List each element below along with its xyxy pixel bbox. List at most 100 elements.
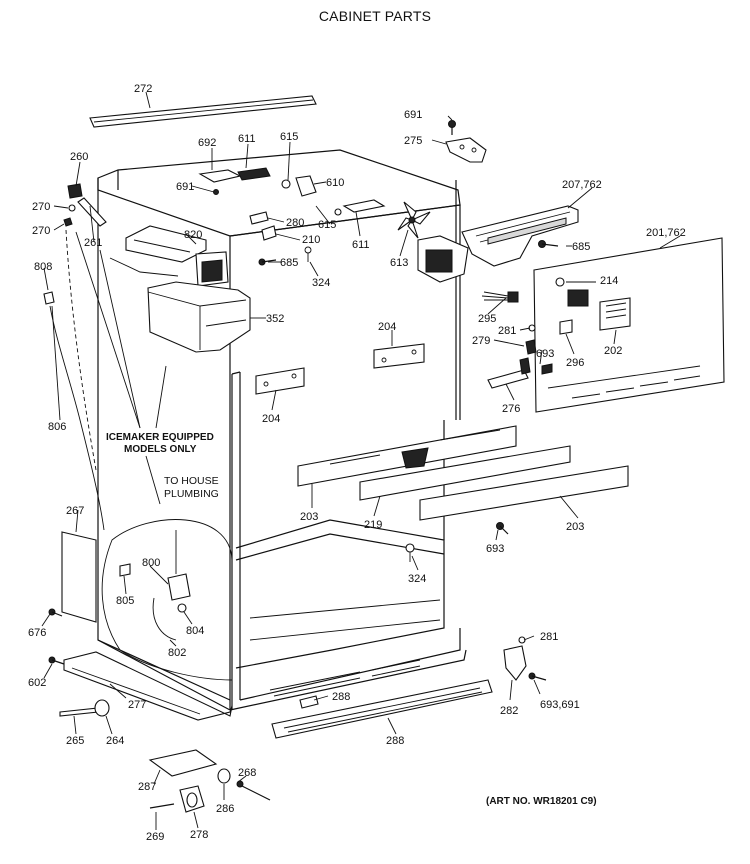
part-276-bracket (487, 357, 531, 389)
label-676: 676 (28, 627, 46, 639)
part-277-base-rail (63, 651, 233, 721)
label-277: 277 (128, 699, 146, 711)
label-692: 692 (198, 137, 216, 149)
plumbing-note-line2: PLUMBING (164, 488, 219, 500)
page-title: CABINET PARTS (318, 8, 432, 24)
label-202: 202 (604, 345, 622, 357)
label-264: 264 (106, 735, 124, 747)
part-808-clip (43, 291, 55, 305)
part-261-tube (77, 197, 107, 227)
label-805: 805 (116, 595, 134, 607)
label-804: 804 (186, 625, 204, 637)
label-219: 219 (364, 519, 382, 531)
label-693-top: 693 (536, 348, 554, 360)
label-288-small: 288 (332, 691, 350, 703)
part-219-mullion-bar-middle (359, 445, 571, 501)
label-691-mid: 691 (176, 181, 194, 193)
label-281-top: 281 (498, 325, 516, 337)
label-203-left: 203 (300, 511, 318, 523)
part-806-water-tube (49, 229, 105, 531)
label-613: 613 (390, 257, 408, 269)
label-207-762: 207,762 (562, 179, 602, 191)
label-282: 282 (500, 705, 518, 717)
part-204-bracket-left (255, 367, 305, 395)
label-270-a: 270 (32, 201, 50, 213)
part-201-762-back-panel (533, 237, 725, 413)
label-685-right: 685 (572, 241, 590, 253)
label-269: 269 (146, 831, 164, 843)
part-203-mullion-bar-upper (297, 425, 517, 487)
part-691-screw-top (448, 120, 456, 135)
label-324-top: 324 (312, 277, 330, 289)
part-282-hinge (503, 636, 547, 681)
label-295: 295 (478, 313, 496, 325)
label-268: 268 (238, 767, 256, 779)
part-613-fan-blade (397, 201, 431, 239)
label-610: 610 (326, 177, 344, 189)
label-280: 280 (286, 217, 304, 229)
part-210-324-screws (258, 246, 312, 266)
label-820: 820 (184, 229, 202, 241)
label-615-top: 615 (280, 131, 298, 143)
part-267-side-panel (61, 531, 97, 623)
part-685-screw-a (538, 240, 559, 248)
part-281-279-parts (525, 324, 553, 375)
label-286: 286 (216, 803, 234, 815)
label-270-b: 270 (32, 225, 50, 237)
label-204-left: 204 (262, 413, 280, 425)
part-fan-motor-bracket (417, 235, 469, 283)
part-692-611-615-control (198, 167, 317, 197)
label-201-762: 201,762 (646, 227, 686, 239)
part-287-plate (148, 749, 218, 777)
label-808: 808 (34, 261, 52, 273)
label-275: 275 (404, 135, 422, 147)
part-270-clips (63, 204, 76, 227)
label-611-mid: 611 (352, 239, 370, 251)
label-278: 278 (190, 829, 208, 841)
label-279: 279 (472, 335, 490, 347)
leader-lines (41, 91, 681, 830)
part-288-grille (271, 679, 493, 739)
plumbing-note-line1: TO HOUSE (164, 475, 219, 487)
icemaker-pointer-arrows (75, 231, 167, 505)
part-207-762-evaporator-cover (461, 205, 579, 267)
part-260-fitting (67, 183, 83, 199)
label-602: 602 (28, 677, 46, 689)
label-260: 260 (70, 151, 88, 163)
label-265: 265 (66, 735, 84, 747)
label-800: 800 (142, 557, 160, 569)
part-693-324-screws-mid (405, 522, 509, 562)
label-288-grille: 288 (386, 735, 404, 747)
part-278-roller-bracket (179, 785, 205, 813)
label-806: 806 (48, 421, 66, 433)
label-204-right: 204 (378, 321, 396, 333)
label-296: 296 (566, 357, 584, 369)
label-287: 287 (138, 781, 156, 793)
label-802: 802 (168, 647, 186, 659)
part-265-rod (59, 707, 99, 717)
label-685-left: 685 (280, 257, 298, 269)
label-203-right: 203 (566, 521, 584, 533)
part-203-mullion-bar-lower (419, 465, 629, 521)
label-352: 352 (266, 313, 284, 325)
water-valve-inset (101, 519, 233, 681)
icemaker-note-line2: MODELS ONLY (124, 444, 197, 455)
part-275-top-hinge (445, 137, 487, 163)
label-324-bottom: 324 (408, 573, 426, 585)
part-280-tube (249, 211, 277, 241)
label-210: 210 (302, 234, 320, 246)
label-281-bottom: 281 (540, 631, 558, 643)
icemaker-note-line1: ICEMAKER EQUIPPED (106, 432, 214, 443)
part-286-268-parts (217, 768, 271, 801)
label-693-691: 693,691 (540, 699, 580, 711)
part-272-top-trim (89, 95, 317, 128)
part-352-ice-bucket (147, 281, 251, 353)
part-204-bracket-right (373, 343, 425, 369)
part-269-screw (149, 803, 175, 809)
part-820-icemaker (109, 225, 229, 287)
label-693-mid: 693 (486, 543, 504, 555)
label-267: 267 (66, 505, 84, 517)
label-214: 214 (600, 275, 618, 287)
part-295-wiring (481, 291, 519, 303)
